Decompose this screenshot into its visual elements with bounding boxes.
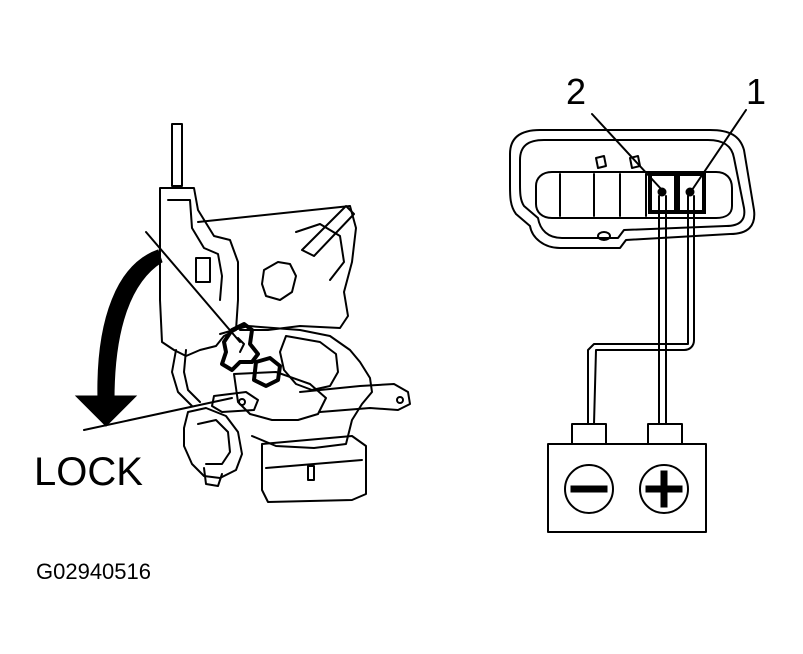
battery xyxy=(547,423,707,533)
lock-label: LOCK xyxy=(34,450,143,494)
minus-terminal-icon xyxy=(564,464,614,514)
lock-direction-arrow-icon xyxy=(74,249,163,427)
test-wires xyxy=(587,195,695,425)
pin-2-label: 2 xyxy=(566,71,587,112)
door-lock-assembly xyxy=(83,123,411,503)
figure-id-label: G02940516 xyxy=(36,559,151,584)
plus-terminal-icon xyxy=(639,464,689,514)
connector-housing xyxy=(509,129,756,249)
pin-leader-lines xyxy=(591,109,747,191)
pin-1-label: 1 xyxy=(746,71,767,112)
